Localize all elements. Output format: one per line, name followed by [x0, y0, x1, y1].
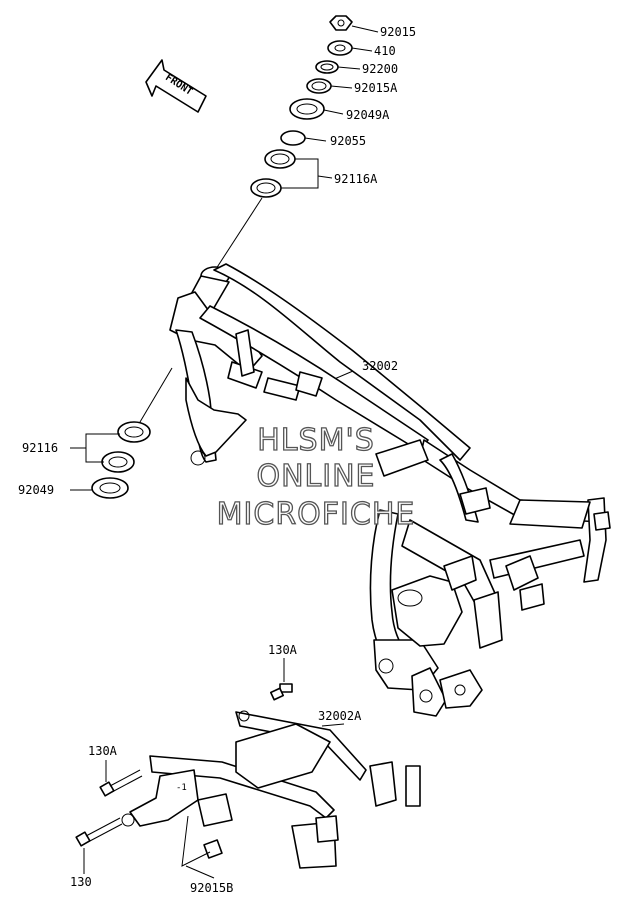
part-label-92055: 92055: [330, 134, 366, 148]
part-label-32002a: 32002A: [318, 709, 362, 723]
part-label-92015: 92015: [380, 25, 416, 39]
watermark-line-1: HLSM'S: [257, 423, 375, 458]
roller-bearing-icon: [101, 451, 135, 473]
watermark-line-2: ONLINE: [256, 459, 375, 494]
part-label-92200: 92200: [362, 62, 398, 76]
part-label-410: 410: [374, 44, 396, 58]
main-frame: [169, 263, 611, 717]
bearing-icon: [250, 178, 282, 198]
part-label-92049a: 92049A: [346, 108, 390, 122]
watermark-line-3: MICROFICHE: [217, 497, 416, 532]
bolt-icon: [99, 769, 143, 797]
part-label-32002: 32002: [362, 359, 398, 373]
subframe-mark: -1: [176, 783, 187, 793]
bearing-icon: [117, 421, 151, 443]
bolts: [75, 683, 293, 859]
part-label-130: 130: [70, 875, 92, 889]
part-label-92116: 92116: [22, 441, 58, 455]
washer-icon: [315, 60, 339, 74]
part-label-92015a: 92015A: [354, 81, 398, 95]
bolt-icon: [75, 817, 123, 847]
seal-icon: [289, 98, 325, 120]
sub-frame: -1: [121, 710, 421, 869]
front-arrow-icon: FRONT: [145, 59, 207, 113]
washer-icon: [327, 40, 353, 56]
lower-bearings: [70, 367, 173, 499]
part-label-92116a: 92116A: [334, 172, 378, 186]
locknut-icon: [306, 78, 332, 94]
bearing-icon: [264, 149, 296, 169]
o-ring-icon: [280, 130, 306, 146]
part-label-92049: 92049: [18, 483, 54, 497]
bolt-icon: [269, 683, 293, 701]
part-label-130a-top: 130A: [268, 643, 298, 657]
nut-icon: [329, 15, 353, 31]
part-labels: 92015 410 92200 92015A 92049A 92055 9211…: [18, 25, 416, 895]
part-label-92015b: 92015B: [190, 881, 233, 895]
leader-lines: [83, 658, 345, 879]
watermark: HLSM'S ONLINE MICROFICHE: [216, 422, 416, 532]
seal-icon: [91, 477, 129, 499]
collar-icon: [203, 839, 223, 859]
part-label-130a-left: 130A: [88, 744, 118, 758]
